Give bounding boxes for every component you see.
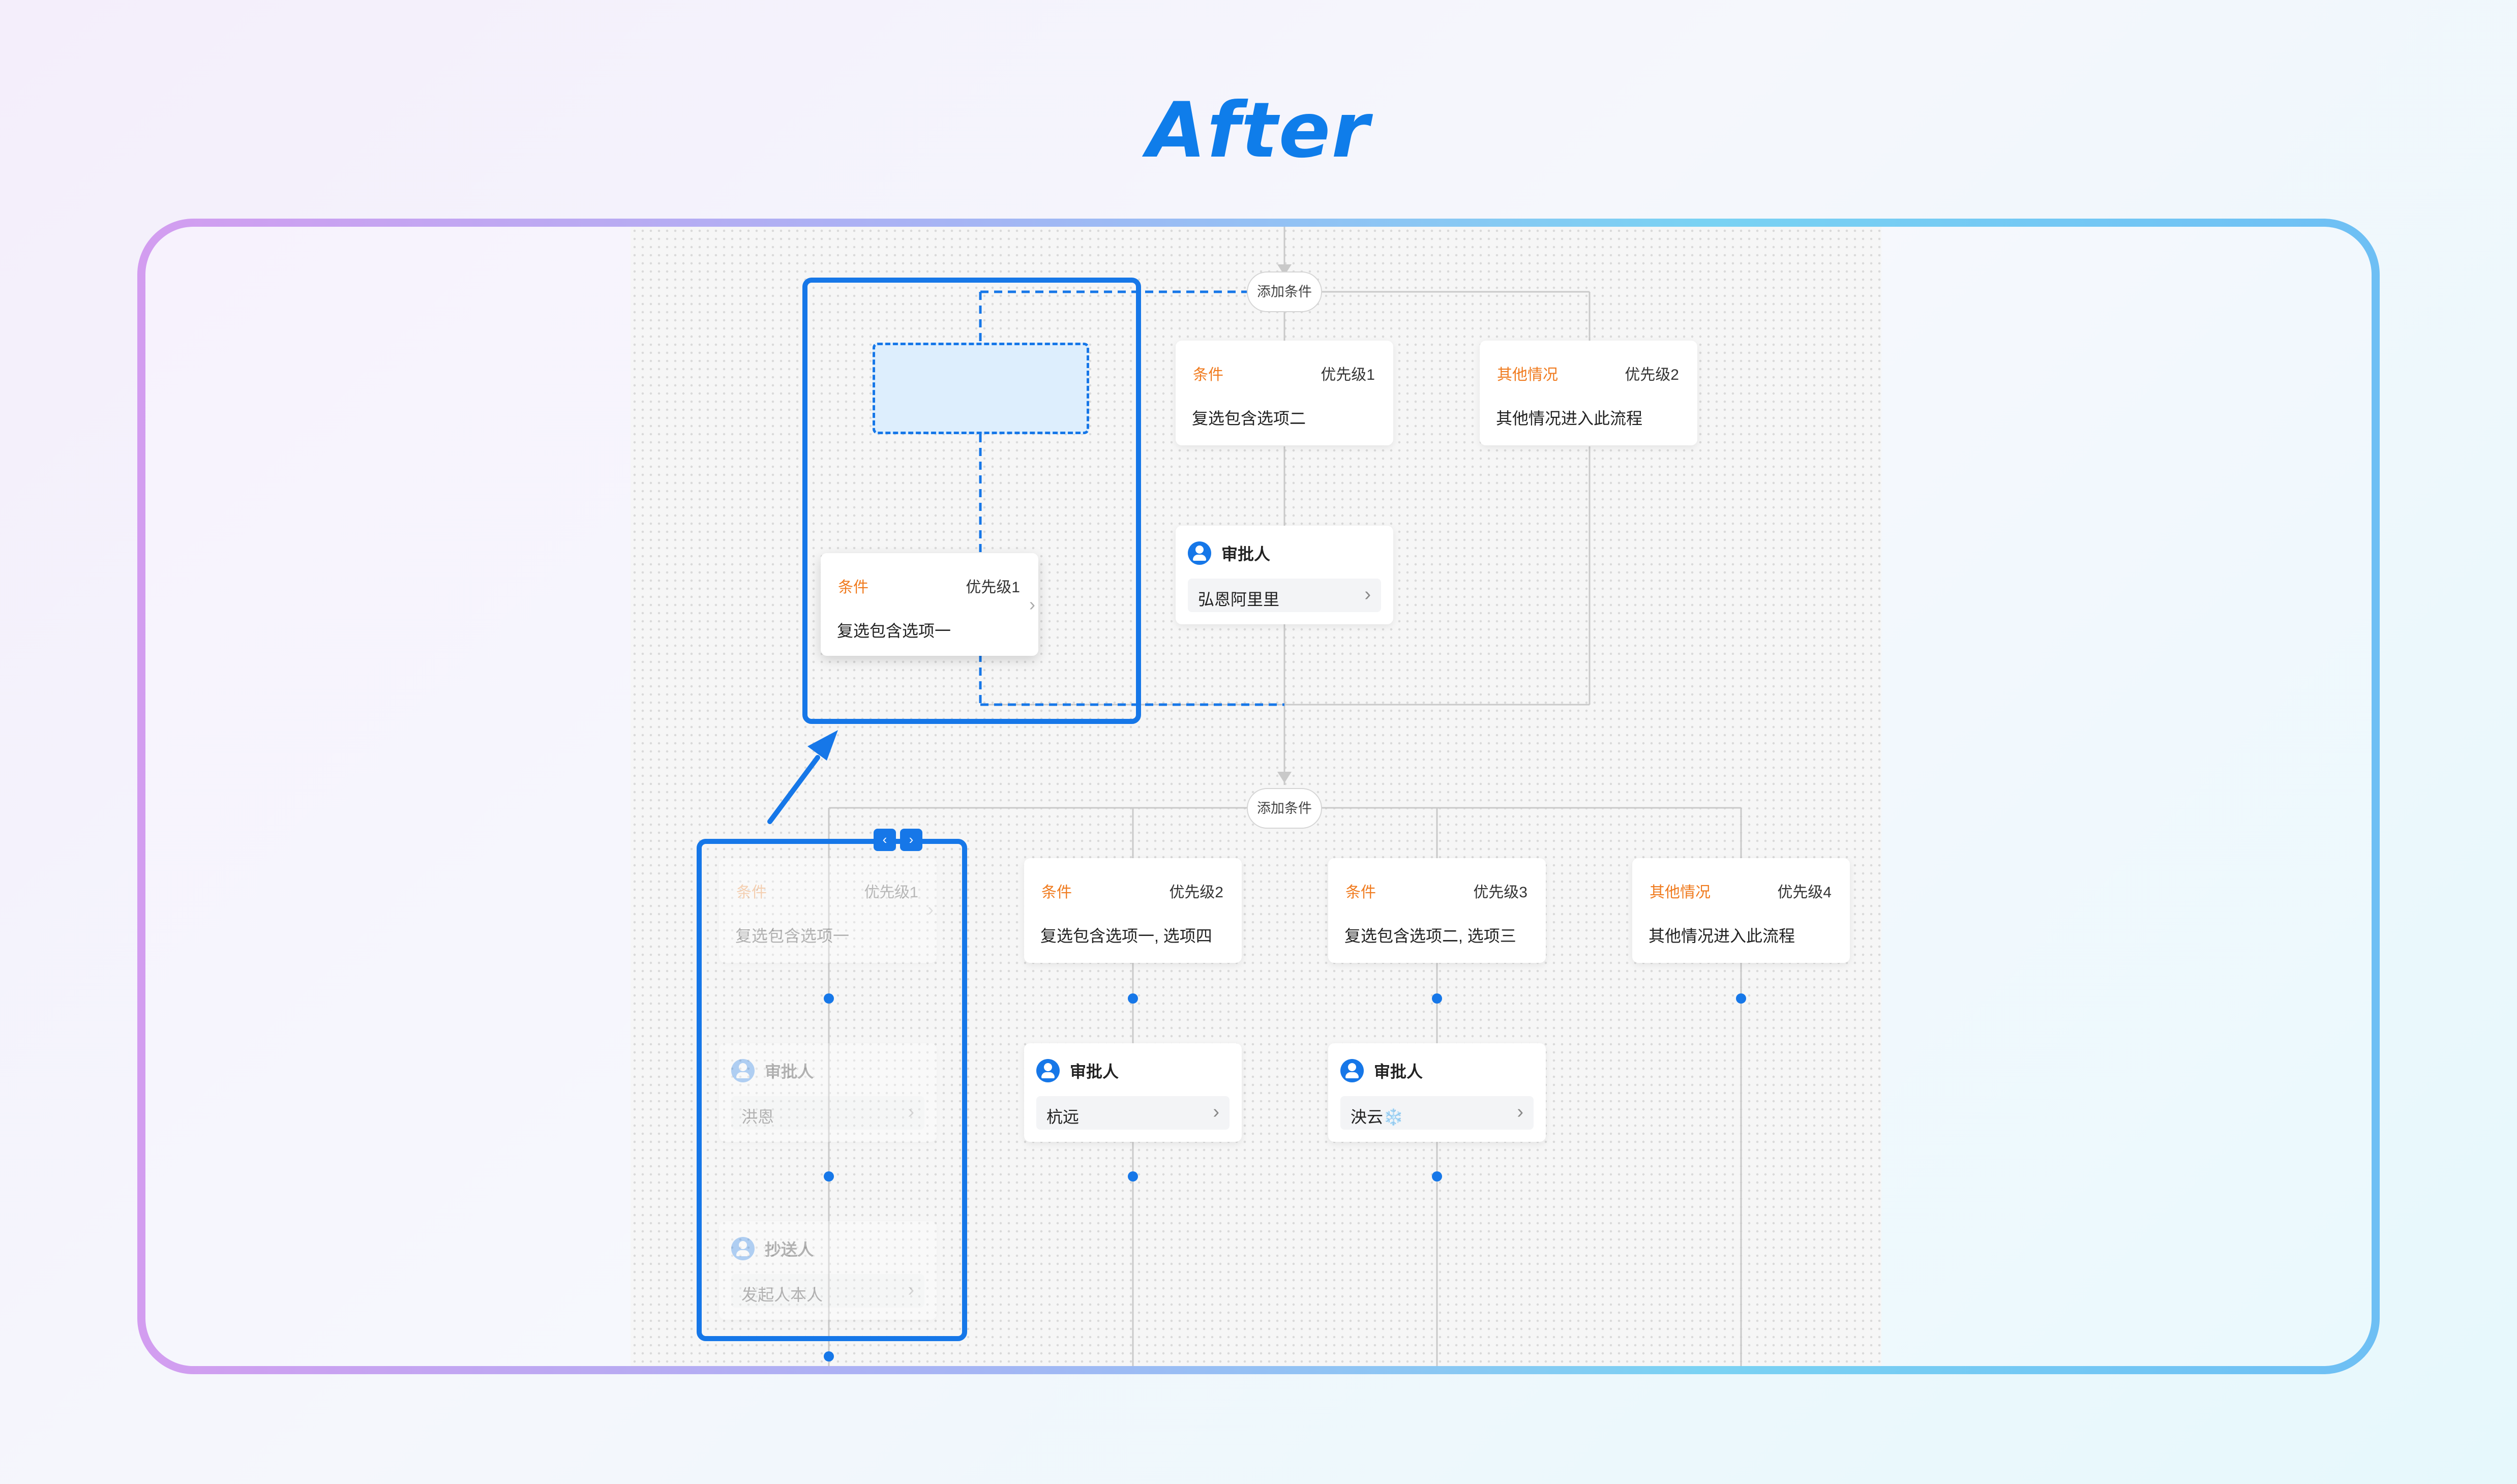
priority-label: 优先级2 xyxy=(1169,884,1223,901)
add-condition-button-top[interactable]: 添加条件 xyxy=(1247,271,1322,312)
priority-label: 优先级1 xyxy=(1321,367,1375,383)
user-icon xyxy=(1340,1059,1364,1082)
condition-desc: 其他情况进入此流程 xyxy=(1496,409,1643,428)
page-title: After xyxy=(1147,86,1370,175)
cc-select: 发起人本人 › xyxy=(731,1274,924,1308)
cc-value: 发起人本人 xyxy=(741,1286,823,1304)
condition-card-bottom-3[interactable]: 条件 优先级3 复选包含选项二, 选项三 xyxy=(1328,858,1546,963)
condition-desc: 其他情况进入此流程 xyxy=(1649,927,1795,945)
user-icon xyxy=(1188,541,1211,565)
approver-card-bottom-3[interactable]: 审批人 泱云❄️ › xyxy=(1328,1043,1546,1142)
condition-card-bottom-4[interactable]: 其他情况 优先级4 其他情况进入此流程 xyxy=(1632,858,1850,963)
priority-label: 优先级4 xyxy=(1777,884,1832,901)
ghost-condition-card: 条件 优先级1 复选包含选项一 › xyxy=(719,858,937,963)
condition-kind: 条件 xyxy=(1345,884,1376,901)
drop-placeholder xyxy=(873,343,1089,434)
condition-card-top-1[interactable]: 条件 优先级1 复选包含选项二 xyxy=(1176,341,1393,445)
condition-desc: 复选包含选项二 xyxy=(1192,409,1306,428)
user-icon xyxy=(731,1237,755,1260)
user-icon xyxy=(1036,1059,1060,1082)
approver-select[interactable]: 杭远 › xyxy=(1036,1096,1230,1130)
add-condition-button-bottom[interactable]: 添加条件 xyxy=(1247,788,1322,829)
condition-kind: 条件 xyxy=(1041,884,1072,901)
ghost-approver-card: 审批人 洪恩 › xyxy=(719,1043,937,1142)
chevron-right-icon: › xyxy=(1517,1101,1523,1123)
user-icon xyxy=(731,1059,755,1082)
approver-role: 审批人 xyxy=(765,1063,814,1081)
priority-label: 优先级1 xyxy=(864,884,918,901)
move-right-icon[interactable]: › xyxy=(900,829,922,851)
condition-desc: 复选包含选项一 xyxy=(735,927,850,945)
approver-role: 审批人 xyxy=(1221,545,1271,563)
condition-kind: 其他情况 xyxy=(1650,884,1711,901)
condition-kind: 条件 xyxy=(1193,367,1223,383)
chevron-right-icon: › xyxy=(927,899,934,920)
approver-role: 审批人 xyxy=(1070,1063,1119,1081)
condition-desc: 复选包含选项一 xyxy=(837,622,951,640)
priority-label: 优先级1 xyxy=(966,579,1020,596)
approver-value: 弘恩阿里里 xyxy=(1198,590,1280,609)
approver-select: 洪恩 › xyxy=(731,1096,924,1130)
chevron-right-icon: › xyxy=(908,1279,914,1300)
chevron-right-icon: › xyxy=(1364,584,1371,605)
condition-desc: 复选包含选项一, 选项四 xyxy=(1040,927,1212,945)
move-left-icon[interactable]: ‹ xyxy=(874,829,896,851)
chevron-right-icon: › xyxy=(1029,594,1035,615)
approver-value: 洪恩 xyxy=(741,1108,774,1126)
condition-desc: 复选包含选项二, 选项三 xyxy=(1344,927,1516,945)
chevron-right-icon: › xyxy=(1213,1101,1219,1123)
approver-select[interactable]: 弘恩阿里里 › xyxy=(1188,579,1381,612)
priority-label: 优先级3 xyxy=(1473,884,1527,901)
drop-target-highlight xyxy=(802,278,1141,724)
condition-card-top-2[interactable]: 其他情况 优先级2 其他情况进入此流程 xyxy=(1480,341,1697,445)
ghost-cc-card: 抄送人 发起人本人 › xyxy=(719,1221,937,1320)
approver-card-bottom-2[interactable]: 审批人 杭远 › xyxy=(1024,1043,1242,1142)
approver-value: 泱云❄️ xyxy=(1351,1108,1403,1126)
dragged-condition-card[interactable]: 条件 优先级1 复选包含选项一 › xyxy=(821,553,1038,656)
approver-value: 杭远 xyxy=(1046,1108,1080,1126)
approver-role: 审批人 xyxy=(1374,1063,1423,1081)
approver-card-top[interactable]: 审批人 弘恩阿里里 › xyxy=(1176,526,1393,624)
drag-source-highlight xyxy=(697,839,967,1341)
condition-card-bottom-2[interactable]: 条件 优先级2 复选包含选项一, 选项四 xyxy=(1024,858,1242,963)
condition-kind: 条件 xyxy=(736,884,767,901)
condition-kind: 其他情况 xyxy=(1497,367,1558,383)
approver-select[interactable]: 泱云❄️ › xyxy=(1340,1096,1534,1130)
chevron-right-icon: › xyxy=(908,1101,914,1123)
priority-label: 优先级2 xyxy=(1625,367,1679,383)
condition-kind: 条件 xyxy=(838,579,868,596)
cc-role: 抄送人 xyxy=(765,1240,814,1259)
